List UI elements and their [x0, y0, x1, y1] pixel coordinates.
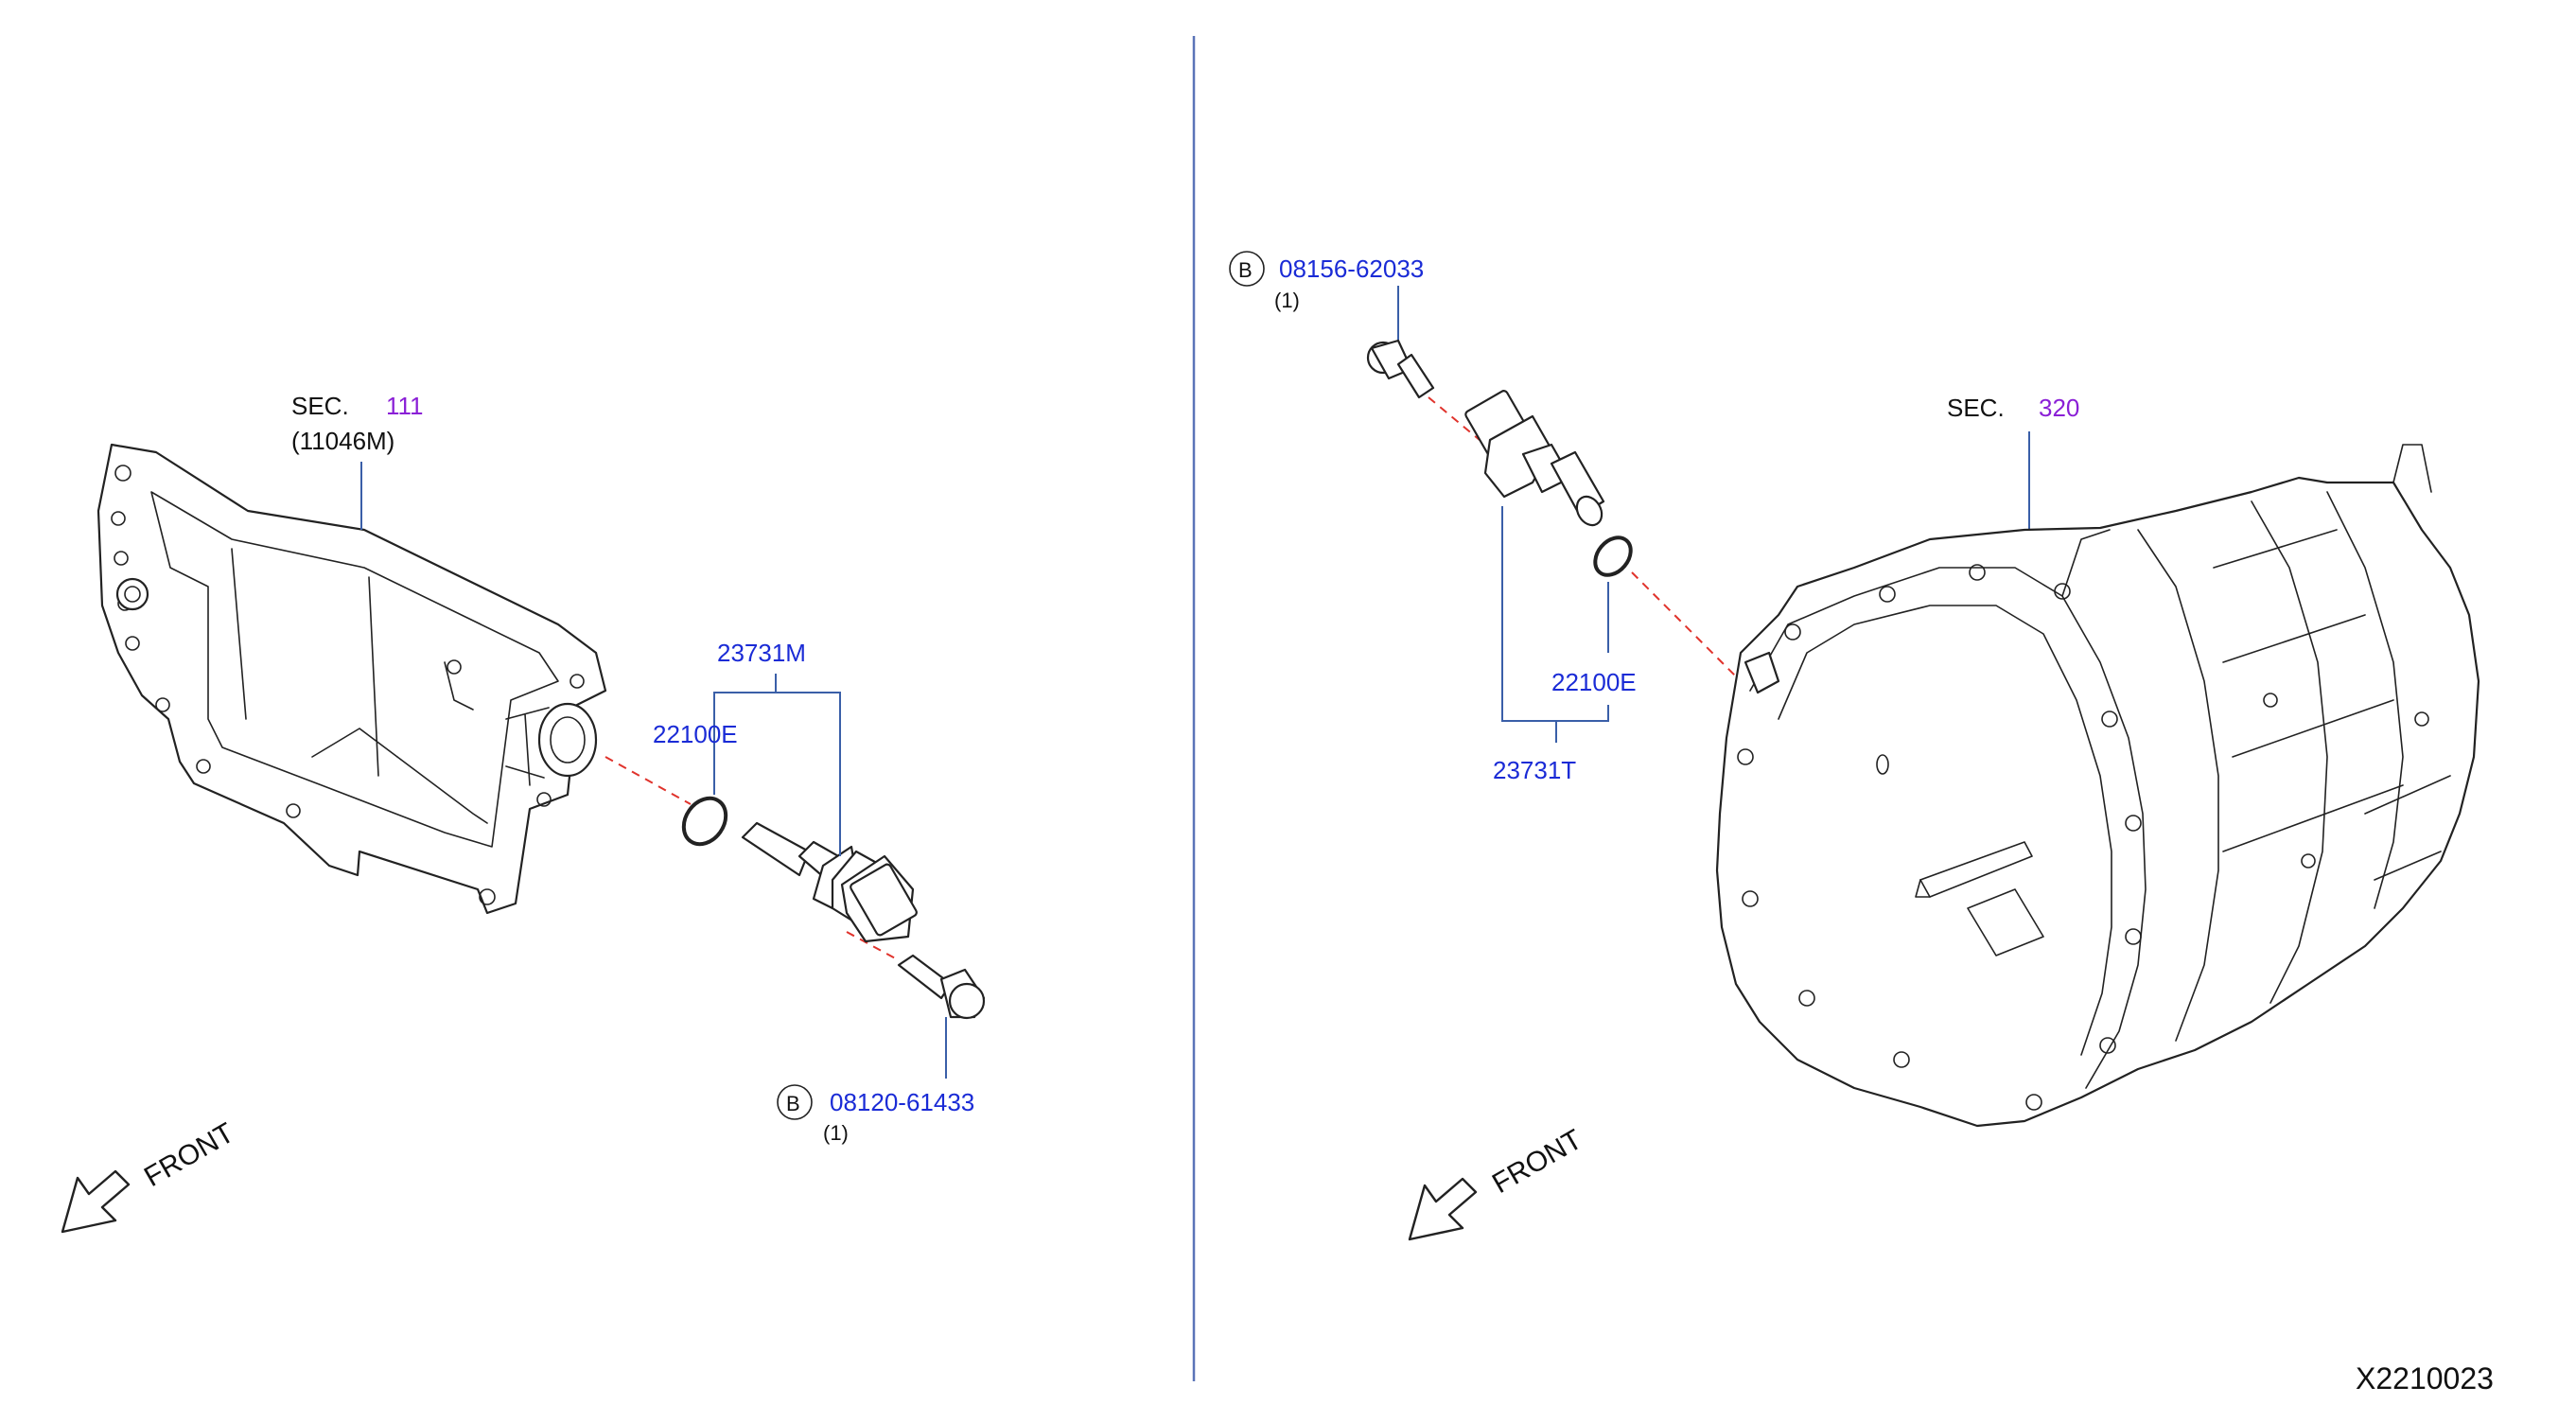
left-panel: SEC. 111 (11046M) 23731M 22100E	[61, 392, 986, 1234]
left-alignment-line-housing	[605, 756, 692, 805]
right-panel: B 08156-62033 (1) 22100E 23731T SEC.	[1229, 251, 2480, 1241]
right-sensor-drawing	[1464, 390, 1605, 527]
left-alignment-line-bolt	[846, 931, 900, 961]
right-bolt-marker-circle	[1229, 251, 1265, 287]
right-bolt-drawing	[1366, 339, 1435, 399]
right-bolt-qty: (1)	[1274, 289, 1300, 312]
right-alignment-line-case	[1631, 571, 1742, 682]
left-bolt-drawing	[897, 954, 986, 1020]
left-o-ring-part[interactable]: 22100E	[653, 720, 738, 748]
left-bolt-part[interactable]: 08120-61433	[830, 1088, 974, 1116]
left-bolt-marker-circle	[777, 1084, 813, 1120]
left-o-ring-drawing	[681, 796, 728, 847]
right-o-ring-drawing	[1593, 535, 1633, 577]
left-sec-ref: (11046M)	[291, 427, 394, 455]
right-sec-number[interactable]: 320	[2039, 394, 2079, 422]
left-sec-prefix: SEC.	[291, 392, 349, 420]
left-assembly-bracket	[713, 692, 841, 856]
right-o-ring-part[interactable]: 22100E	[1551, 668, 1637, 696]
right-alignment-line-bolt	[1428, 396, 1486, 446]
right-sec-prefix: SEC.	[1947, 394, 2005, 422]
left-front-label: FRONT	[139, 1117, 239, 1193]
left-sensor-drawing	[741, 821, 918, 943]
left-bolt-marker: B	[786, 1092, 800, 1115]
right-bolt-marker: B	[1238, 258, 1253, 282]
rear-housing-drawing	[96, 443, 607, 915]
diagram-code: X2210023	[2356, 1361, 2494, 1395]
right-front-arrow-icon	[1408, 1177, 1478, 1241]
right-bolt-part[interactable]: 08156-62033	[1279, 254, 1424, 283]
left-bolt-qty: (1)	[823, 1121, 849, 1145]
left-sensor-assembly-part[interactable]: 23731M	[717, 639, 806, 667]
transmission-case-drawing	[1715, 444, 2480, 1128]
left-sec-number[interactable]: 111	[386, 392, 424, 420]
right-sensor-assembly-part[interactable]: 23731T	[1493, 756, 1576, 784]
left-front-arrow-icon	[61, 1169, 131, 1234]
right-front-label: FRONT	[1487, 1124, 1587, 1200]
